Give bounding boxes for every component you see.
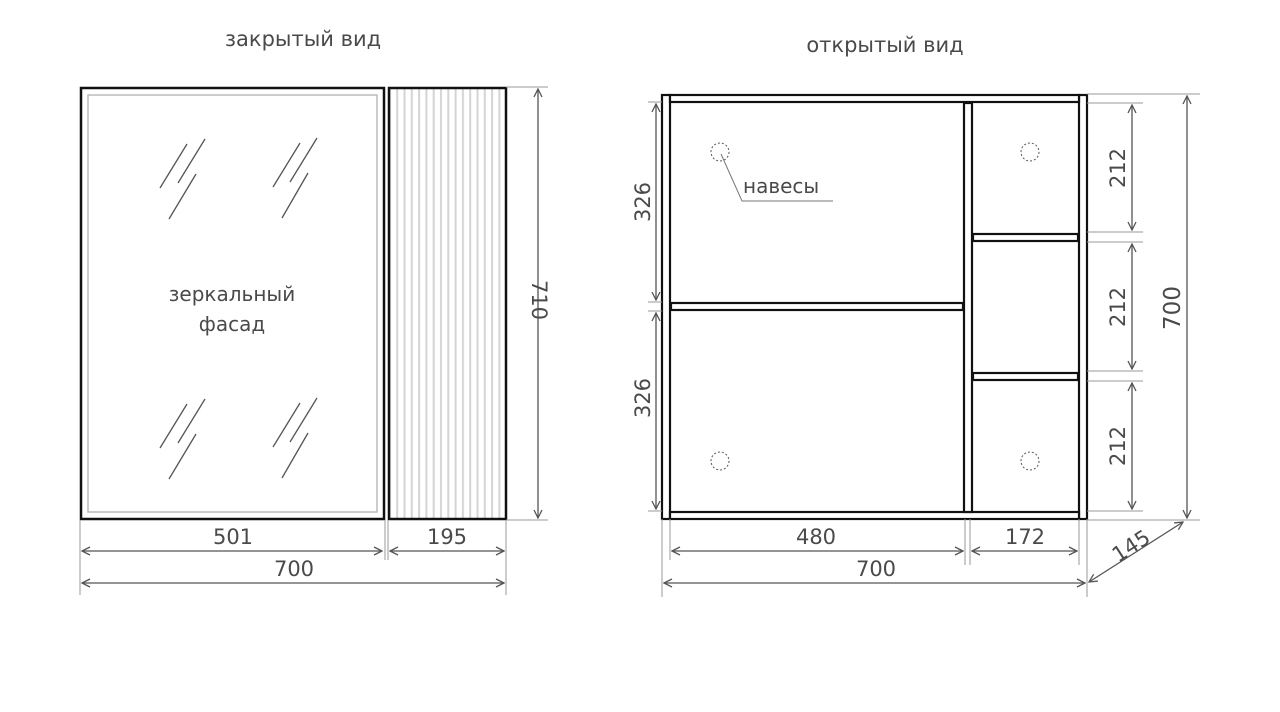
open-view: открытый вид навесы: [631, 33, 1200, 597]
hinges-label: навесы: [743, 174, 819, 198]
left-shelf: [669, 301, 965, 312]
top-panel: [668, 93, 1081, 104]
mirror-facade-label-line1: зеркальный: [169, 282, 295, 306]
vertical-divider: [962, 101, 974, 514]
hinge-icon: [710, 142, 730, 162]
side-width-value: 195: [427, 525, 467, 549]
mirror-facade: [79, 86, 386, 521]
mirror-reflection-icon: [159, 137, 318, 480]
open-view-title: открытый вид: [806, 33, 963, 57]
right-compartment-3-height: 212: [1106, 426, 1130, 466]
mirror-width-value: 501: [213, 525, 253, 549]
hinge-icon: [1020, 142, 1040, 162]
closed-height-value: 710: [527, 280, 551, 320]
left-lower-height-value: 326: [631, 378, 655, 418]
hinge-icons: [710, 142, 1040, 471]
hinge-icon: [1020, 451, 1040, 471]
right-shelf-1: [971, 232, 1080, 243]
open-total-width-value: 700: [856, 557, 896, 581]
hinge-icon: [710, 451, 730, 471]
left-side-wall: [660, 93, 672, 521]
mirror-inner-frame: [87, 94, 378, 513]
mirror-facade-label-line2: фасад: [199, 312, 265, 336]
right-compartment-width-value: 172: [1005, 525, 1045, 549]
fluted-side-panel: [387, 86, 508, 521]
bottom-panel: [668, 510, 1081, 521]
open-total-height-value: 700: [1160, 286, 1186, 330]
closed-view-title: закрытый вид: [225, 27, 381, 51]
right-compartment-2-height: 212: [1106, 287, 1130, 327]
right-compartment-1-height: 212: [1106, 148, 1130, 188]
right-shelf-2: [971, 371, 1080, 382]
depth-dimension-line: [1089, 522, 1183, 582]
left-upper-height-value: 326: [631, 182, 655, 222]
closed-view: закрытый вид зеркальный фасад 710: [79, 27, 551, 595]
depth-value: 145: [1108, 525, 1155, 567]
right-side-wall: [1077, 93, 1089, 521]
left-compartment-width-value: 480: [796, 525, 836, 549]
hinge-leader-line: [720, 153, 833, 202]
closed-total-width-value: 700: [274, 557, 314, 581]
